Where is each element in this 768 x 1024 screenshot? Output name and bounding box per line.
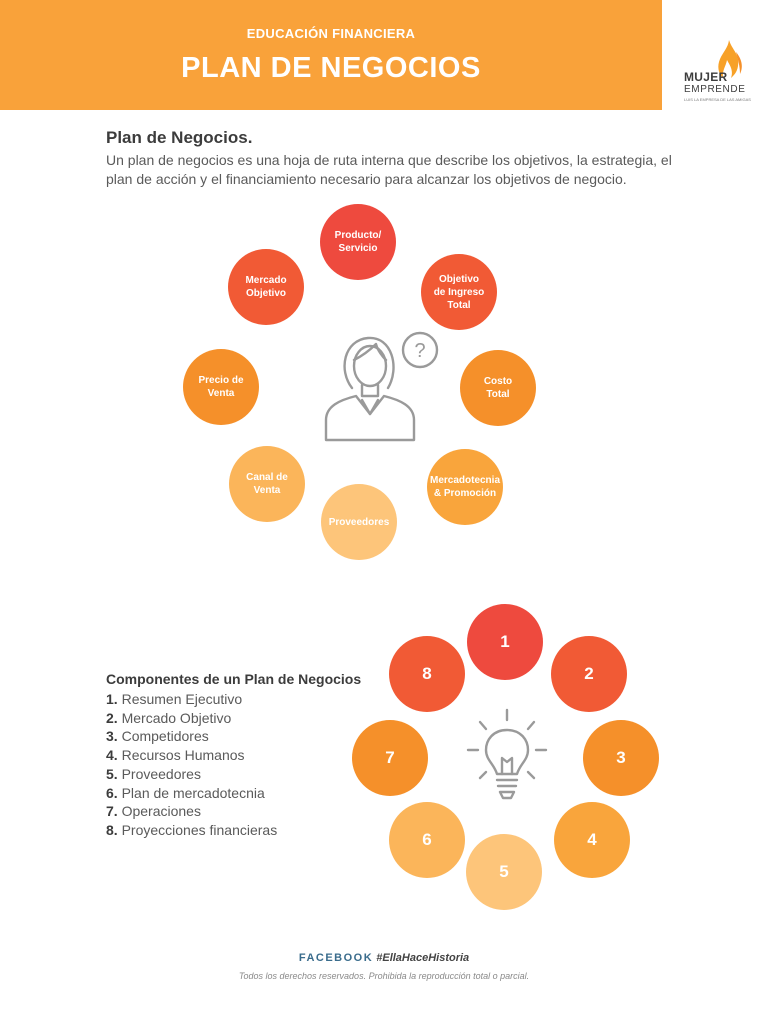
question-mark: ? [414, 340, 425, 362]
footer-network: FACEBOOK [298, 952, 374, 964]
logo-tagline: LUIS LA EMPRESA DE LAS AMIGAS [684, 97, 751, 102]
node-canal-venta: Canal de Venta [229, 446, 305, 522]
node-mercadotecnia: Mercadotecnia & Promoción [427, 449, 503, 525]
component-number-8: 8 [389, 636, 465, 712]
businesswoman-question-icon: ? [324, 331, 439, 442]
footer-social: FACEBOOK #EllaHaceHistoria [0, 952, 768, 964]
list-item: 8. Proyecciones financieras [106, 821, 278, 838]
list-item: 1. Resumen Ejecutivo [106, 691, 243, 707]
list-item: 2. Mercado Objetivo [106, 709, 232, 726]
component-number-5: 5 [466, 834, 542, 910]
intro-text: Un plan de negocios es una hoja de ruta … [106, 152, 672, 187]
node-producto-servicio: Producto/ Servicio [320, 204, 396, 280]
footer-legal: Todos los derechos reservados. Prohibida… [238, 971, 530, 981]
node-mercado-objetivo: Mercado Objetivo [228, 249, 304, 325]
component-number-4: 4 [554, 802, 630, 878]
list-item: 3. Competidores [106, 728, 209, 745]
component-number-2: 2 [551, 636, 627, 712]
header-kicker: EDUCACIÓN FINANCIERA [246, 26, 416, 41]
logo-word-emprende: EMPRENDE [684, 84, 746, 95]
list-item: 7. Operaciones [106, 803, 201, 820]
lightbulb-icon [466, 708, 548, 800]
node-objetivo-ingreso: Objetivo de Ingreso Total [421, 254, 497, 330]
list-item: 6. Plan de mercadotecnia [106, 784, 265, 801]
component-number-1: 1 [467, 604, 543, 680]
component-number-3: 3 [583, 720, 659, 796]
node-costo-total: Costo Total [460, 350, 536, 426]
flame-icon [718, 40, 742, 78]
node-precio-venta: Precio de Venta [183, 349, 259, 425]
mujer-emprende-logo: MUJER EMPRENDE LUIS LA EMPRESA DE LAS AM… [680, 40, 760, 102]
page-title: PLAN DE NEGOCIOS [181, 52, 481, 84]
component-number-7: 7 [352, 720, 428, 796]
list-item: 5. Proveedores [106, 765, 201, 782]
component-number-6: 6 [389, 802, 465, 878]
node-proveedores: Proveedores [321, 484, 397, 560]
logo-word-mujer: MUJER [684, 70, 728, 84]
header-banner: EDUCACIÓN FINANCIERA PLAN DE NEGOCIOS [0, 0, 662, 110]
components-title: Componentes de un Plan de Negocios [106, 671, 362, 687]
components-list: 1. Resumen Ejecutivo 2. Mercado Objetivo… [106, 690, 277, 840]
list-item: 4. Recursos Humanos [106, 747, 245, 764]
footer-hashtag: #EllaHaceHistoria [376, 952, 470, 964]
intro-title: Plan de Negocios. [106, 128, 253, 147]
